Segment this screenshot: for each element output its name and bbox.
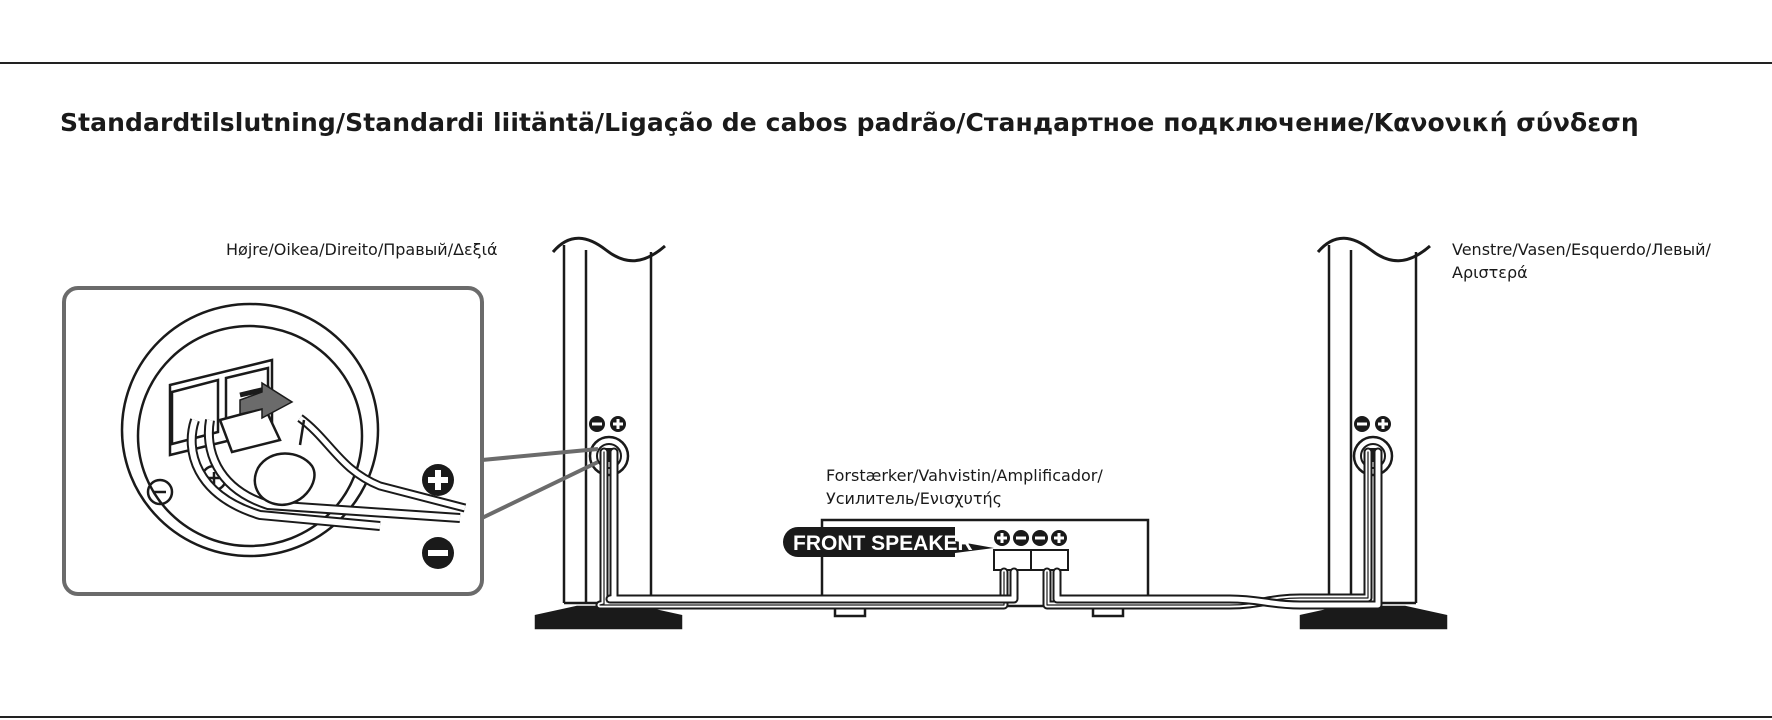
amp-plus-icon-1 bbox=[994, 530, 1010, 546]
left-speaker-label-line1: Venstre/Vasen/Esquerdo/Левый/ bbox=[1452, 240, 1711, 259]
amp-minus-icon-2 bbox=[1032, 530, 1048, 546]
front-speaker-badge-text: FRONT SPEAKER bbox=[793, 532, 973, 555]
right-speaker-minus-icon bbox=[589, 416, 605, 432]
amp-plus-icon-2 bbox=[1051, 530, 1067, 546]
amplifier-terminal-block bbox=[993, 549, 1069, 571]
left-speaker-label-line2: Αριστερά bbox=[1452, 263, 1528, 282]
amplifier bbox=[820, 518, 1150, 618]
left-speaker-plus-icon bbox=[1375, 416, 1391, 432]
amplifier-label-line1: Forstærker/Vahvistin/Amplificador/ bbox=[826, 466, 1103, 485]
speaker-cables bbox=[595, 447, 1383, 610]
insert-arrow-icon bbox=[239, 381, 294, 420]
callout-connector bbox=[481, 447, 599, 520]
front-speaker-badge: FRONT SPEAKER bbox=[783, 527, 994, 557]
amplifier-label-line2: Усилитель/Ενισχυτής bbox=[826, 489, 1003, 508]
right-speaker-label: Højre/Oikea/Direito/Правый/Δεξιά bbox=[226, 240, 498, 259]
amp-minus-icon-1 bbox=[1013, 530, 1029, 546]
left-speaker-minus-icon bbox=[1354, 416, 1370, 432]
page-title: Standardtilslutning/Standardi liitäntä/L… bbox=[60, 108, 1639, 137]
left-speaker-terminal bbox=[1352, 435, 1394, 477]
right-speaker-terminal bbox=[588, 435, 630, 477]
terminal-closeup bbox=[120, 302, 467, 558]
callout-plus-icon bbox=[422, 464, 454, 496]
page-frame bbox=[0, 62, 1772, 718]
right-speaker-plus-icon bbox=[610, 416, 626, 432]
callout-minus-icon bbox=[422, 537, 454, 569]
